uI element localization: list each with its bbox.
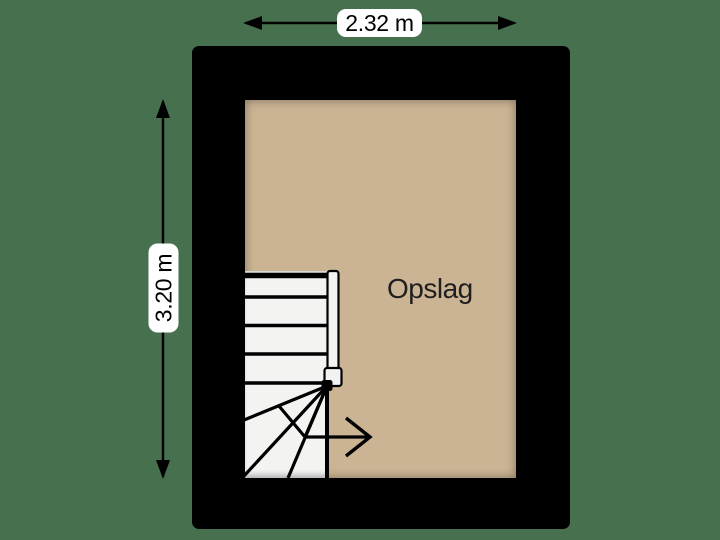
room-label: Opslag xyxy=(387,273,473,304)
width-dimension-label: 2.32 m xyxy=(337,9,422,37)
height-dimension-label: 3.20 m xyxy=(148,243,179,333)
staircase-area xyxy=(244,271,328,478)
